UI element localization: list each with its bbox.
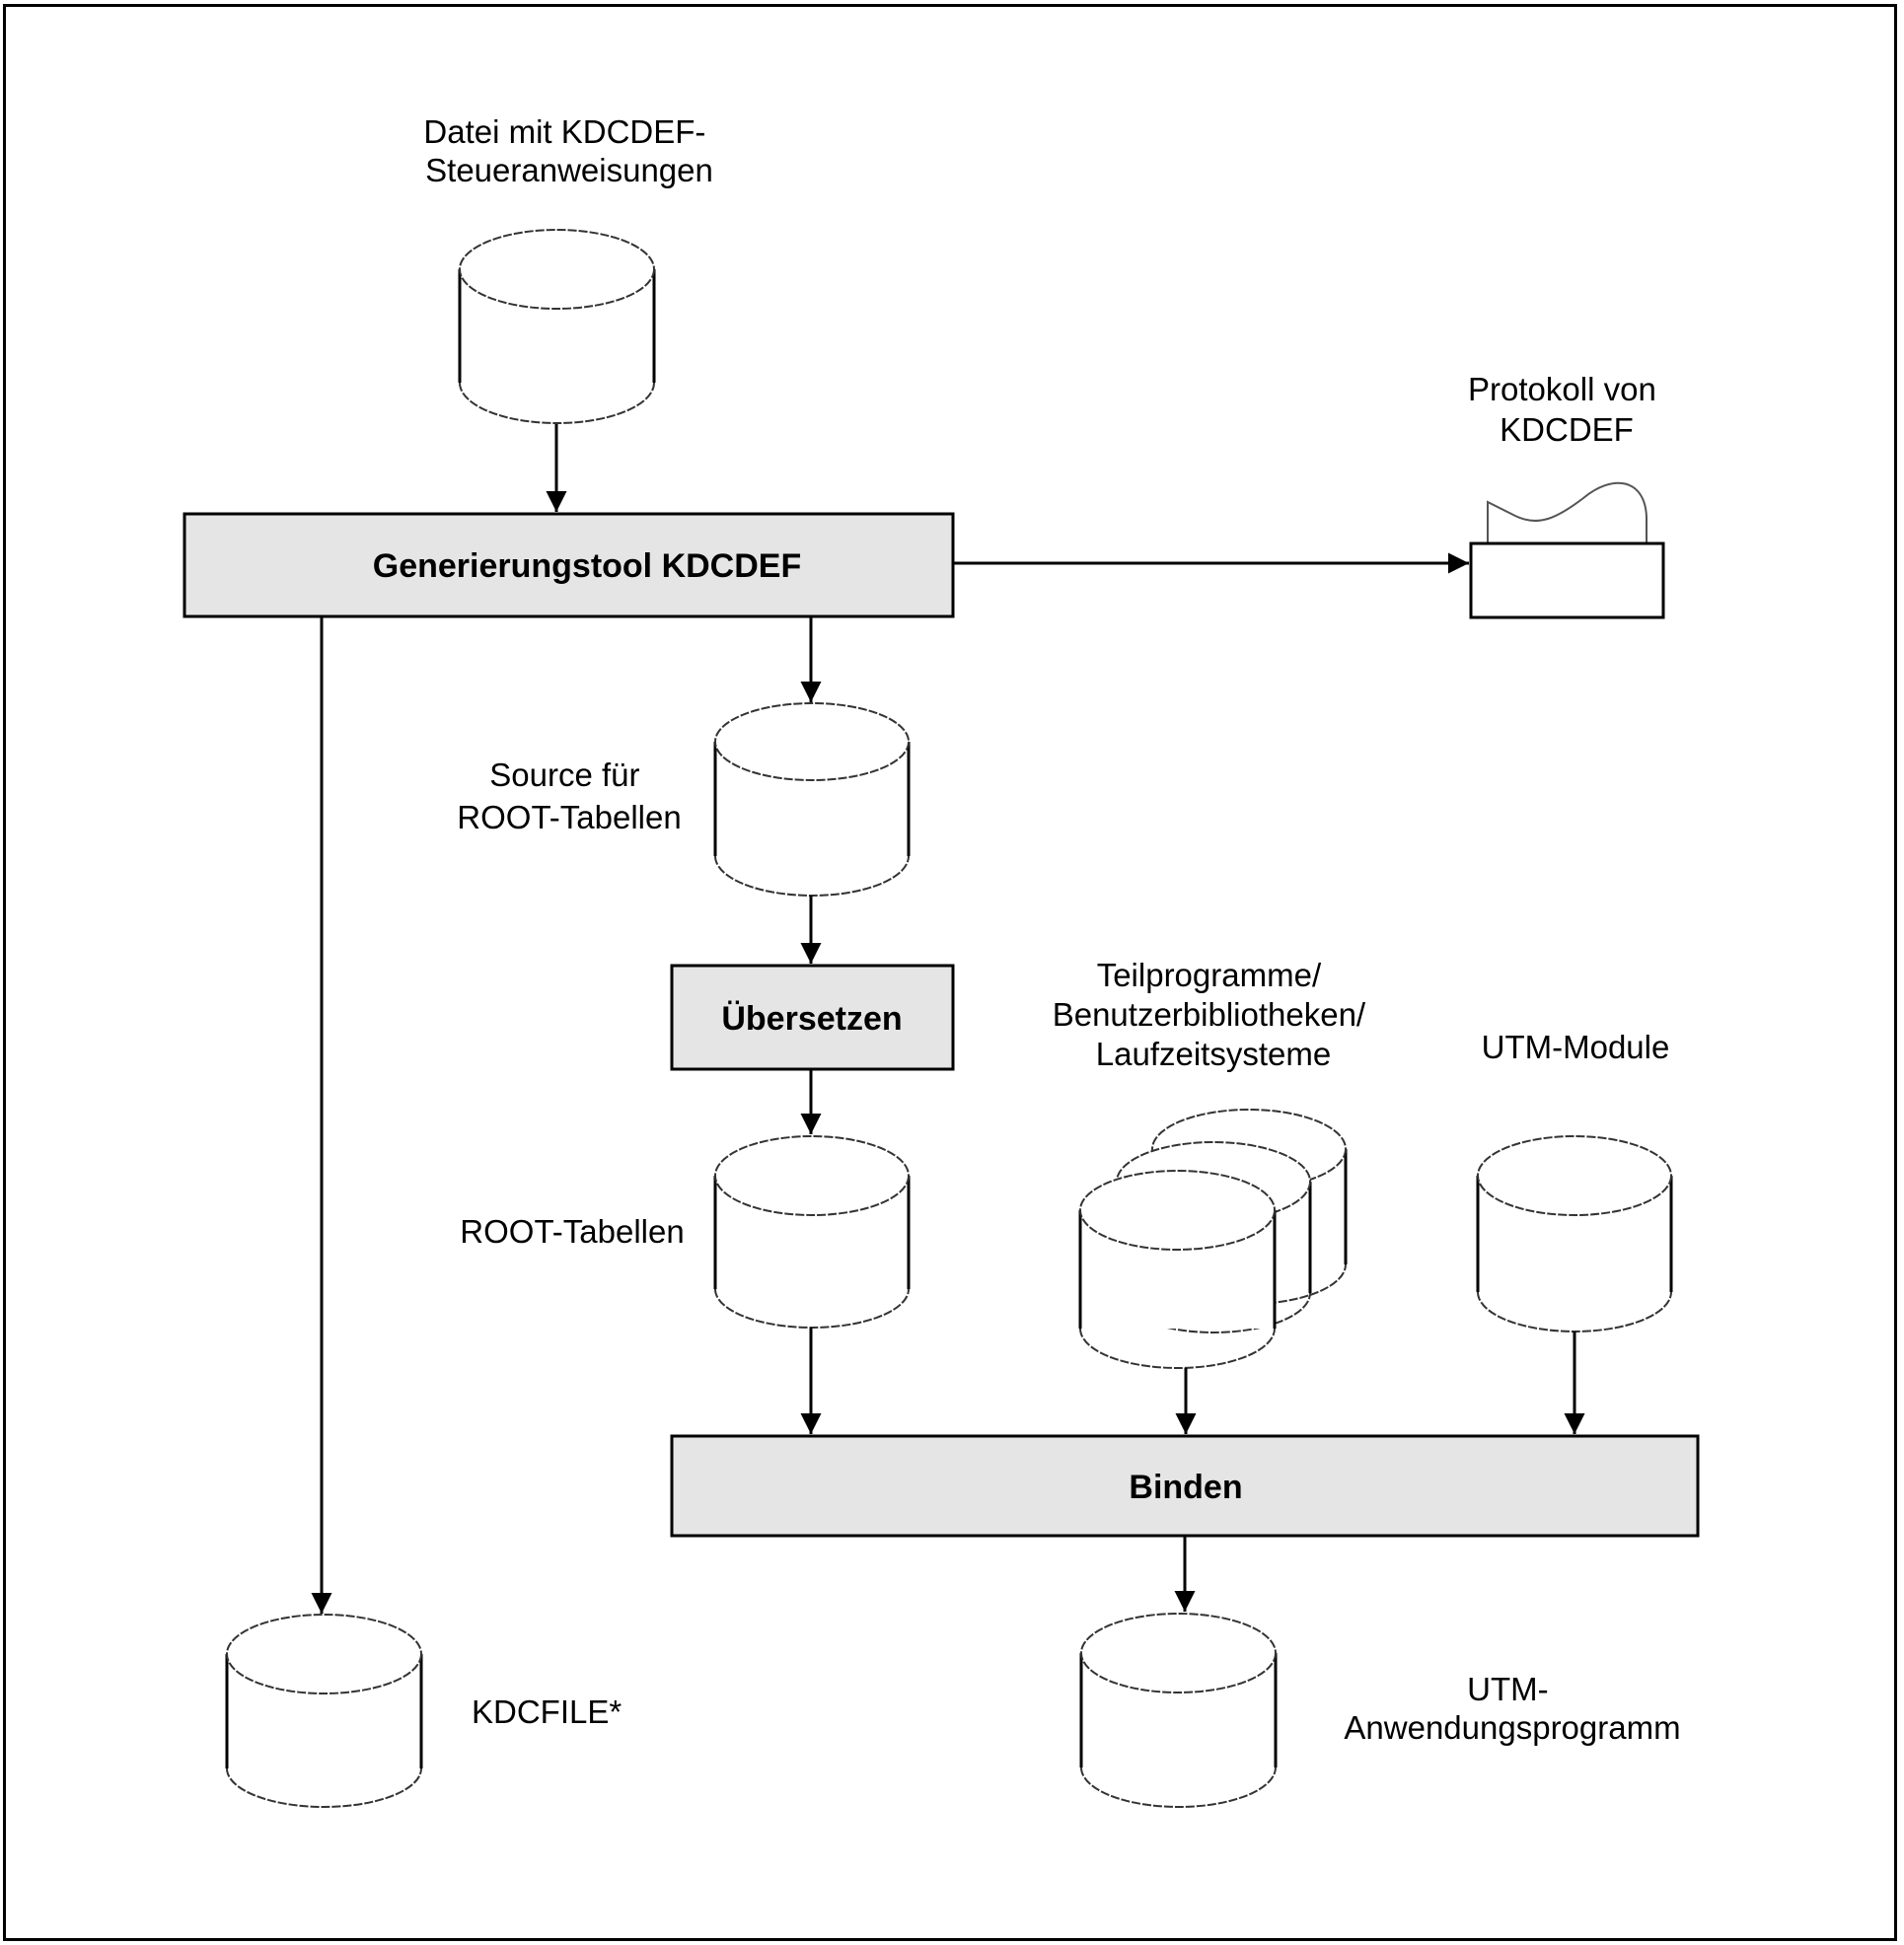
root-source-cylinder-icon bbox=[713, 702, 911, 897]
protocol-printout-icon bbox=[1469, 481, 1665, 619]
input-file-label-line-2: Steueranweisungen bbox=[425, 152, 713, 188]
kdcfile-label: KDCFILE* bbox=[472, 1693, 622, 1730]
link-label: Binden bbox=[1129, 1469, 1242, 1506]
compile-label: Übersetzen bbox=[721, 1000, 902, 1038]
utm-modules-cylinder-icon bbox=[1476, 1135, 1673, 1333]
protocol-label: Protokoll von KDCDEF bbox=[1468, 371, 1665, 448]
kdcfile-cylinder-icon bbox=[225, 1614, 423, 1808]
utm-app-label-line-1: UTM- bbox=[1467, 1671, 1548, 1707]
protocol-label-line-2: KDCDEF bbox=[1500, 411, 1634, 448]
root-tables-label: ROOT-Tabellen bbox=[460, 1213, 684, 1250]
root-source-label: Source für ROOT-Tabellen bbox=[457, 756, 681, 835]
libraries-label-line-1: Teilprogramme/ bbox=[1097, 957, 1322, 993]
link-box: Binden bbox=[670, 1434, 1700, 1538]
libraries-label-line-2: Benutzerbibliotheken/ bbox=[1053, 996, 1366, 1033]
root-tables-cylinder-icon bbox=[713, 1135, 911, 1329]
root-source-label-line-1: Source für bbox=[489, 756, 639, 793]
libraries-label: Teilprogramme/ Benutzerbibliotheken/ Lau… bbox=[1053, 957, 1375, 1072]
libraries-stacked-cylinders-icon bbox=[1078, 1109, 1348, 1369]
kdcdef-tool-box: Generierungstool KDCDEF bbox=[183, 512, 955, 618]
input-file-cylinder-icon bbox=[458, 229, 656, 424]
input-file-label-line-1: Datei mit KDCDEF- bbox=[423, 113, 705, 150]
utm-modules-label: UTM-Module bbox=[1482, 1029, 1670, 1065]
diagram-frame bbox=[3, 4, 1897, 1941]
root-source-label-line-2: ROOT-Tabellen bbox=[457, 799, 681, 835]
utm-app-label-line-2: Anwendungsprogramm bbox=[1344, 1709, 1680, 1746]
input-file-label: Datei mit KDCDEF- Steueranweisungen bbox=[423, 113, 714, 188]
kdcdef-tool-label: Generierungstool KDCDEF bbox=[373, 547, 801, 585]
compile-box: Übersetzen bbox=[670, 964, 955, 1071]
utm-app-cylinder-icon bbox=[1079, 1613, 1278, 1808]
utm-app-label: UTM- Anwendungsprogramm bbox=[1344, 1671, 1680, 1746]
libraries-label-line-3: Laufzeitsysteme bbox=[1096, 1036, 1331, 1072]
protocol-label-line-1: Protokoll von bbox=[1468, 371, 1656, 407]
